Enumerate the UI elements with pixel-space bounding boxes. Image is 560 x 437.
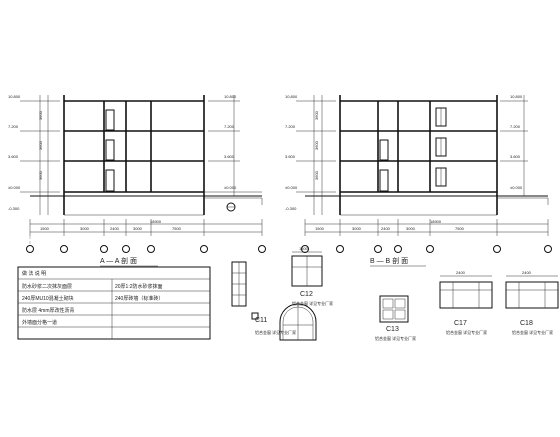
level-label: 7.200 xyxy=(285,124,296,129)
window-c18: 2400 C18 铝合金窗 详见专业厂家 xyxy=(505,270,559,335)
span-label: 1500 xyxy=(315,226,325,231)
span-dims-bb: 1500 3000 2400 3000 7500 18900 xyxy=(304,219,549,236)
window-label: C18 xyxy=(520,320,533,327)
window-caption: 铝合金窗 详见专业厂家 xyxy=(292,300,333,306)
step-detail xyxy=(204,197,263,205)
level-label: 3.600 xyxy=(510,154,521,159)
span-label: 3000 xyxy=(133,226,143,231)
height-label: 3600 xyxy=(38,170,43,180)
notes-title: 做 法 说 明 xyxy=(22,270,46,277)
height-dims-left: 3600 3600 3600 xyxy=(38,95,49,215)
level-label: 7.200 xyxy=(8,124,19,129)
span-label: 7500 xyxy=(172,226,182,231)
note-line: 防水层 4mm厚改性沥青 xyxy=(22,307,75,314)
level-label: -0.300 xyxy=(8,206,20,211)
window-label: C13 xyxy=(386,326,399,333)
span-label: 2400 xyxy=(110,226,120,231)
axis-bubbles-aa xyxy=(26,236,266,253)
height-label: 3600 xyxy=(314,110,319,120)
height-dims-left-bb: 3600 3600 3600 xyxy=(313,95,323,215)
notes-table: 做 法 说 明 防水砂浆二次抹灰面层 240厚MU10混凝土砌块 防水层 4mm… xyxy=(17,266,211,340)
section-aa-title: A — A 剖 面 xyxy=(100,256,137,265)
span-label: 3000 xyxy=(352,226,362,231)
total-span-label: 18900 xyxy=(430,219,442,224)
level-label: ±0.000 xyxy=(8,185,21,190)
height-label: 3600 xyxy=(314,170,319,180)
level-label: 3.600 xyxy=(224,154,235,159)
windows-bb xyxy=(379,107,447,192)
note-line: 防水砂浆二次抹灰面层 xyxy=(22,283,72,290)
level-label: 7.200 xyxy=(510,124,521,129)
door-2f xyxy=(105,139,115,161)
level-label: ±0.000 xyxy=(285,185,298,190)
window-c11: C11 铝合金窗 详见专业厂家 xyxy=(231,261,296,335)
span-label: 2400 xyxy=(381,226,391,231)
window-c12: 1500 C12 铝合金窗 详见专业厂家 xyxy=(291,246,333,306)
height-label: 3600 xyxy=(38,110,43,120)
span-label: 7500 xyxy=(455,226,465,231)
window-width: 2400 xyxy=(522,270,532,275)
window-label: C12 xyxy=(300,291,313,298)
window-c17: 2400 C17 铝合金窗 详见专业厂家 xyxy=(439,270,493,335)
door-1f xyxy=(105,169,115,192)
section-aa: 10.800 7.200 3.600 ±0.000 -0.300 3600 36… xyxy=(8,94,266,267)
level-label: ±0.000 xyxy=(510,185,523,190)
note-line: 240厚砖墙（标准砖） xyxy=(115,295,163,302)
level-marks-left: 10.800 7.200 3.600 ±0.000 -0.300 xyxy=(8,94,60,211)
level-label: ±0.000 xyxy=(224,185,237,190)
window-caption: 铝合金窗 详见专业厂家 xyxy=(446,329,487,335)
axis-bubbles-bb xyxy=(301,245,552,253)
level-label: 3.600 xyxy=(8,154,19,159)
window-width: 1500 xyxy=(299,246,309,251)
level-label: -0.300 xyxy=(285,206,297,211)
note-line: 20厚1:2防水砂浆抹面 xyxy=(115,283,163,290)
window-caption: 铝合金窗 详见专业厂家 xyxy=(375,335,416,341)
section-bb: 10.800 7.200 3.600 ±0.000 -0.300 3600 36… xyxy=(285,94,552,267)
window-c13: C13 铝合金窗 详见专业厂家 xyxy=(375,295,416,341)
level-marks-left-bb: 10.800 7.200 3.600 ±0.000 -0.300 xyxy=(285,94,336,211)
note-line: 外墙面分格一道 xyxy=(22,319,57,326)
window-label: C11 xyxy=(255,317,267,324)
arched-window xyxy=(279,303,317,341)
level-marks-right: 10.800 7.200 3.600 ±0.000 xyxy=(208,94,240,196)
window-caption: 铝合金窗 详见专业厂家 xyxy=(512,329,553,335)
door-3f xyxy=(105,109,115,131)
span-dims: 1500 3000 2400 3000 7500 18900 xyxy=(29,219,263,236)
span-label: 3000 xyxy=(406,226,416,231)
level-label: 3.600 xyxy=(285,154,296,159)
level-label: 10.800 xyxy=(285,94,298,99)
section-bb-title: B — B 剖 面 xyxy=(370,256,408,265)
height-label: 3600 xyxy=(314,140,319,150)
span-label: 1500 xyxy=(40,226,50,231)
note-line: 240厚MU10混凝土砌块 xyxy=(22,295,74,302)
height-label: 3600 xyxy=(38,140,43,150)
level-label: 7.200 xyxy=(224,124,235,129)
level-label: 10.800 xyxy=(8,94,21,99)
level-label: 10.800 xyxy=(510,94,523,99)
level-marks-right-bb: 10.800 7.200 3.600 ±0.000 xyxy=(500,94,528,196)
window-label: C17 xyxy=(454,320,467,327)
total-span-label: 18900 xyxy=(150,219,162,224)
window-width: 2400 xyxy=(456,270,466,275)
span-label: 3000 xyxy=(80,226,90,231)
window-caption: 铝合金窗 详见专业厂家 xyxy=(255,329,296,335)
level-label: 10.800 xyxy=(224,94,237,99)
